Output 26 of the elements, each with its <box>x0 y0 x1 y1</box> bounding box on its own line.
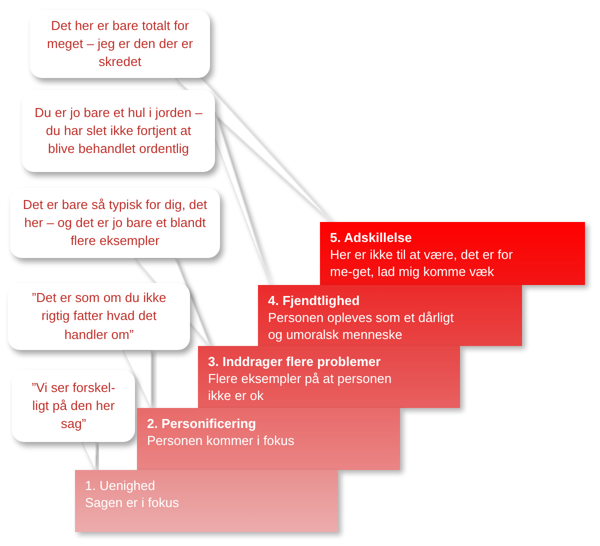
quote-text: Det er bare så typisk for dig, det her – og det er jo bare et blandt flere eksempler <box>22 196 208 250</box>
stair-step <box>75 470 338 532</box>
step-description: Her er ikke til at være, det er for me-get, lad mig komme væk <box>330 246 514 281</box>
step-description: Personen opleves som et dårligt og umoralsk menneske <box>268 310 455 344</box>
speech-bubble-tail <box>214 112 270 286</box>
stair-step <box>320 222 585 285</box>
step-description: Personen kommer i fokus <box>147 432 296 450</box>
stair-step <box>258 285 522 346</box>
step-description: Sagen er i fokus <box>85 494 180 512</box>
quote-text: ”Det er som om du ikke rigtig fatter hvad det handler om” <box>30 289 168 344</box>
speech-bubble-tail <box>81 442 97 470</box>
step-title: 4. Fjendtlighed <box>268 293 361 310</box>
stair-step <box>137 408 400 470</box>
step-title: 5. Adskillelse <box>330 230 413 247</box>
quote-text: Du er jo bare et hul i jorden – du har slet ikke fortjent at blive behandlet ordentlig <box>34 104 203 158</box>
stair-step <box>198 346 460 408</box>
quote-text: Det her er bare totalt for meget – jeg er den der er skredet <box>46 16 194 72</box>
step-title: 3. Inddrager flere problemer <box>208 354 382 371</box>
speech-bubble-tail <box>122 350 152 408</box>
step-title: 2. Personificering <box>147 416 258 433</box>
speech-bubble <box>30 10 210 78</box>
step-title: 1. Uenighed <box>85 478 156 495</box>
quote-text: ”Vi ser forskel-ligt på den her sag” <box>30 378 116 434</box>
step-description: Flere eksempler på at personen ikke er ok <box>208 370 393 405</box>
speech-bubble <box>8 283 190 350</box>
speech-bubble <box>22 90 215 172</box>
